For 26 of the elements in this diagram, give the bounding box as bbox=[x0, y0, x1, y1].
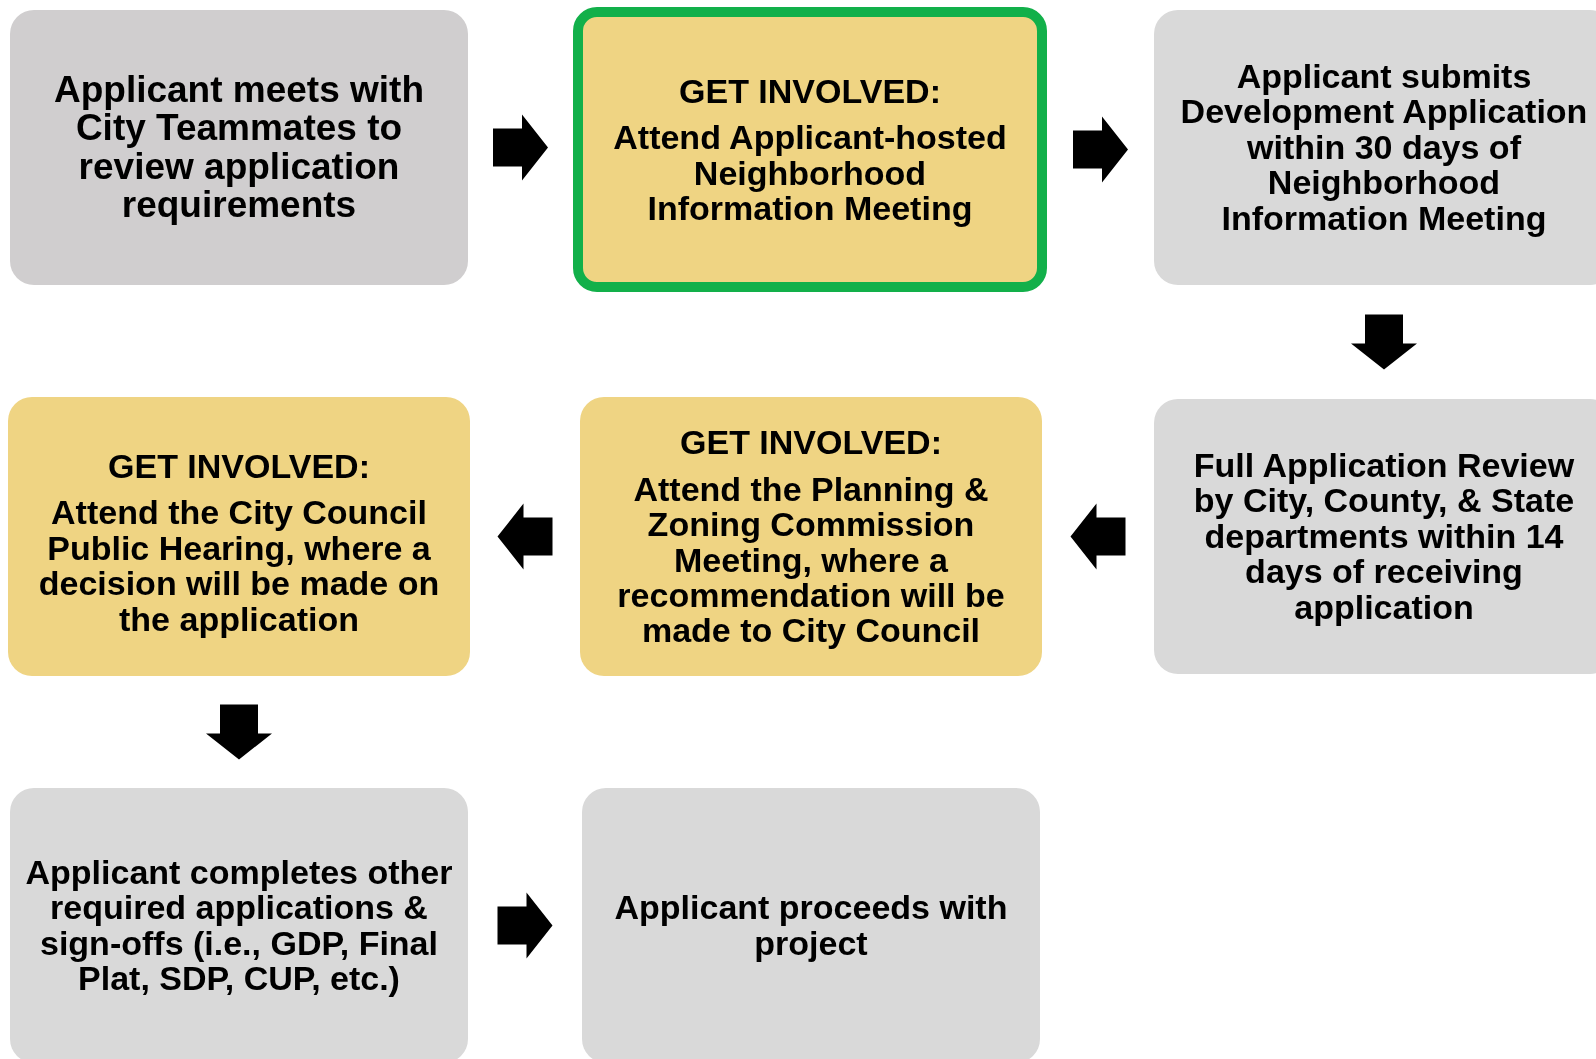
step-box bbox=[580, 397, 1042, 676]
block-arrow bbox=[1073, 116, 1128, 183]
step-text: Applicant proceeds with project bbox=[613, 890, 1009, 961]
step-text: Applicant submits Development Application within 30 days of Neighborhood Information Meeting bbox=[1179, 59, 1589, 236]
step-box bbox=[10, 10, 468, 285]
step-text: Attend the City Council Public Hearing, where a decision will be made on the application bbox=[37, 495, 441, 637]
block-arrow bbox=[1351, 314, 1417, 370]
step-box bbox=[582, 788, 1040, 1059]
step-heading: GET INVOLVED: bbox=[679, 72, 941, 111]
step-heading: GET INVOLVED: bbox=[680, 424, 942, 462]
step-text: Applicant completes other required applications & sign-offs (i.e., GDP, Final Plat, SDP, CUP, etc.) bbox=[25, 854, 453, 997]
step-text: Full Application Review by City, County, & State departments within 14 days of receiving application bbox=[1192, 448, 1576, 625]
step-heading: GET INVOLVED: bbox=[108, 448, 370, 486]
block-arrow bbox=[206, 704, 272, 760]
step-box bbox=[573, 7, 1047, 292]
step-text: Attend Applicant-hosted Neighborhood Information Meeting bbox=[612, 120, 1008, 227]
step-box bbox=[1154, 399, 1596, 674]
step-box bbox=[1154, 10, 1596, 285]
step-text: Applicant meets with City Teammates to review application requirements bbox=[52, 70, 426, 225]
step-box bbox=[10, 788, 468, 1059]
block-arrow bbox=[497, 503, 553, 570]
step-text: Attend the Planning & Zoning Commission Meeting, where a recommendation will be made to City Council bbox=[616, 471, 1006, 649]
block-arrow bbox=[493, 114, 548, 181]
block-arrow bbox=[497, 892, 553, 959]
step-box bbox=[8, 397, 470, 676]
block-arrow bbox=[1070, 503, 1126, 570]
